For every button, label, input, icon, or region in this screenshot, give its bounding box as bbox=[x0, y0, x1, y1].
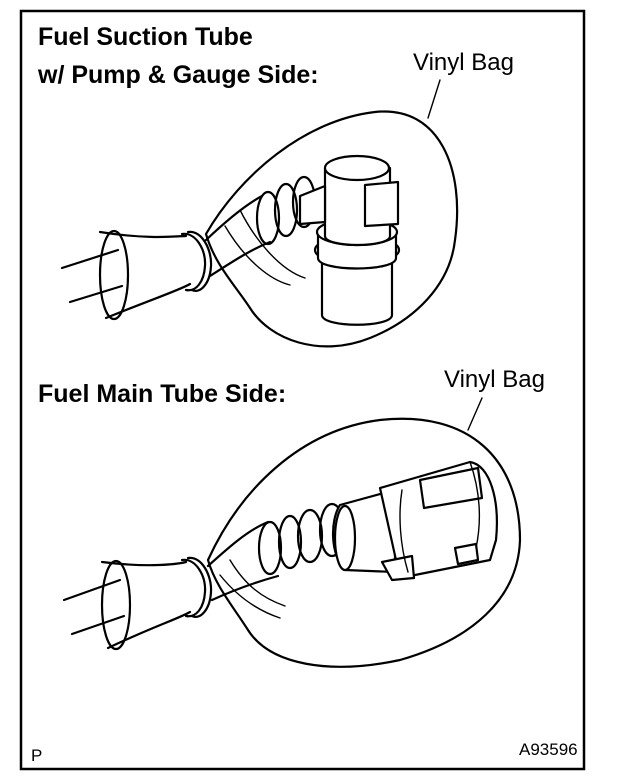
bottom-quick-connector bbox=[331, 460, 498, 582]
bottom-bag-mouth bbox=[100, 560, 192, 650]
top-pump-connector bbox=[298, 154, 401, 326]
bottom-bag-opening bbox=[100, 559, 132, 651]
bottom-panel: Fuel Main Tube Side: Vinyl Bag bbox=[38, 366, 545, 668]
top-heading-line2: w/ Pump & Gauge Side: bbox=[37, 61, 319, 89]
illustration-frame bbox=[19, 9, 586, 771]
top-leader-line bbox=[427, 79, 441, 119]
figure-id: A93596 bbox=[519, 740, 578, 759]
top-heading-line1: Fuel Suction Tube bbox=[38, 23, 253, 51]
top-bellows-hose bbox=[204, 175, 317, 286]
bottom-leader-line bbox=[467, 397, 483, 431]
top-bag-opening bbox=[98, 229, 130, 321]
top-bag-mouth bbox=[98, 230, 192, 320]
bottom-vinyl-bag bbox=[206, 417, 522, 668]
bottom-rubber-band bbox=[180, 556, 213, 618]
top-vinyl-bag bbox=[204, 110, 459, 348]
top-rubber-band bbox=[180, 230, 213, 292]
corner-mark-left: P bbox=[31, 746, 42, 765]
bottom-heading: Fuel Main Tube Side: bbox=[38, 380, 286, 408]
bottom-fuel-tube bbox=[62, 578, 126, 636]
top-panel: Fuel Suction Tube w/ Pump & Gauge Side: … bbox=[37, 23, 514, 348]
top-fuel-tube bbox=[60, 248, 124, 304]
bottom-vinyl-bag-label: Vinyl Bag bbox=[444, 366, 545, 393]
top-vinyl-bag-label: Vinyl Bag bbox=[413, 49, 514, 76]
